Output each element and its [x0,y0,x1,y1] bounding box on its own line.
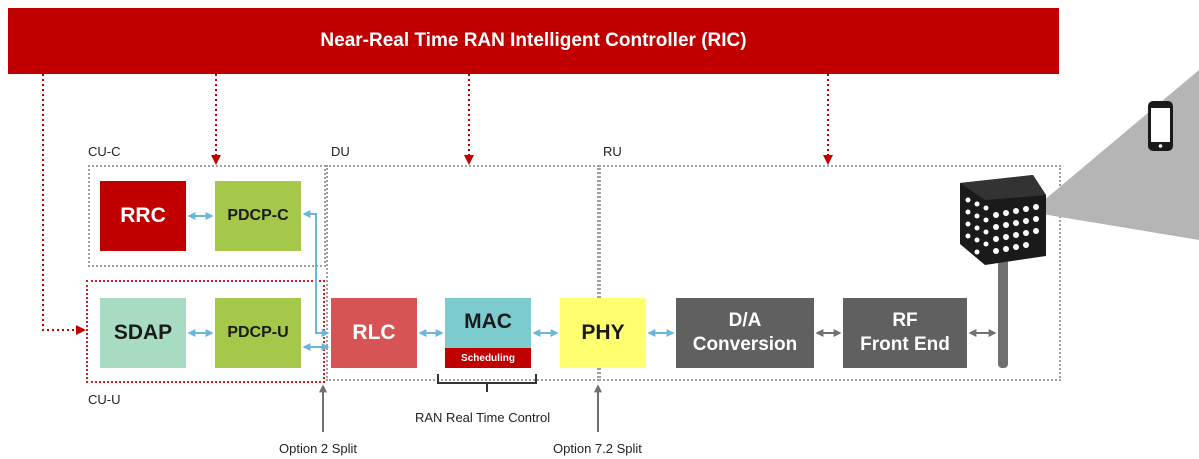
pdcp-c-block: PDCP-C [215,181,301,251]
rf-label-line2: Front End [860,334,950,355]
rlc-block: RLC [331,298,417,368]
cu-c-label: CU-C [88,144,121,159]
pdcp-u-block: PDCP-U [215,298,301,368]
ric-to-cu-u-arrow [42,74,86,335]
mac-label: MAC [464,310,512,333]
antenna-beam [1030,70,1199,240]
pdcp-c-rlc-link [302,210,330,337]
mac-block: MAC Scheduling [445,298,531,368]
rf-front-end-block: RF Front End [843,298,967,368]
da-conversion-block: D/A Conversion [676,298,814,368]
antenna-icon [960,175,1046,368]
ric-banner: Near-Real Time RAN Intelligent Controlle… [8,8,1059,74]
sdap-block: SDAP [100,298,186,368]
ru-label: RU [603,144,622,159]
option-7-2-split-label: Option 7.2 Split [553,441,642,456]
option-2-split-label: Option 2 Split [279,441,358,456]
ran-real-time-control-label: RAN Real Time Control [415,410,551,425]
da-label-line2: Conversion [692,334,798,355]
ru-region [599,165,1061,381]
da-label-line1: D/A [728,310,762,331]
ran-rt-bracket [437,374,537,392]
blue-links [187,210,675,351]
rrc-block: RRC [100,181,186,251]
mac-scheduling-label: Scheduling [445,348,531,368]
phy-block: PHY [560,298,646,368]
rf-label-line1: RF [892,310,918,331]
phone-icon [1148,101,1173,151]
du-label: DU [331,144,350,159]
cu-u-label: CU-U [88,392,121,407]
ric-control-arrows [42,74,833,335]
